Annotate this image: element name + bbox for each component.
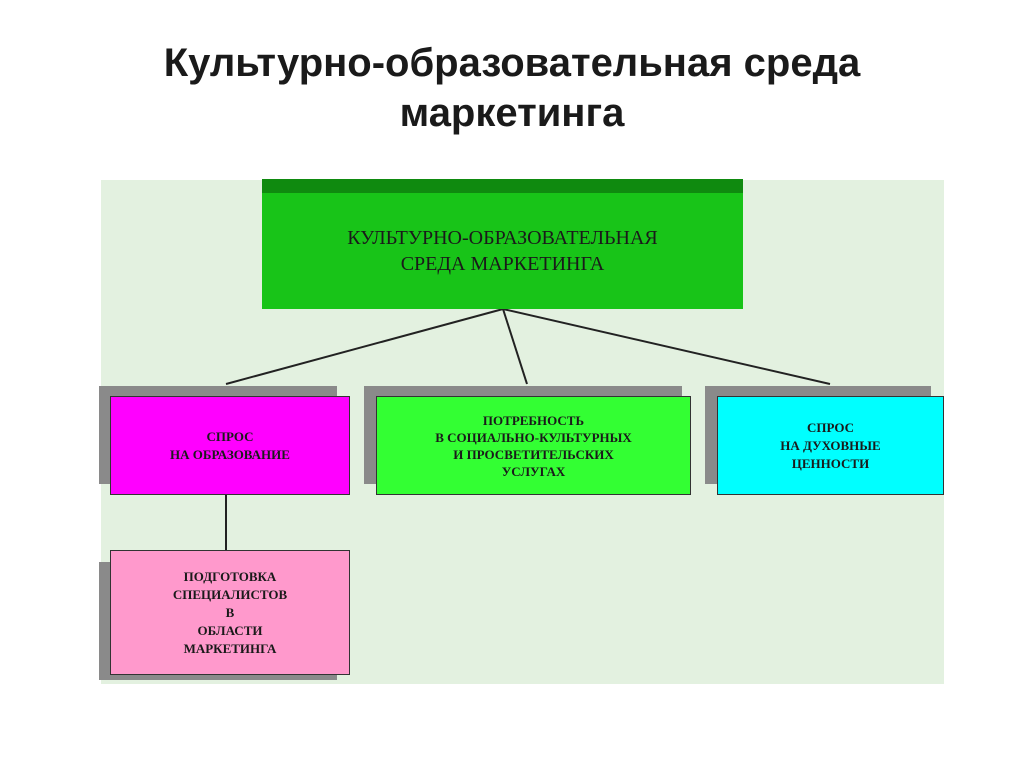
specialist-training-line-5: МАРКЕТИНГА [183,640,277,656]
sociocultural-need-line-4: УСЛУГАХ [501,463,566,479]
slide-title-line-2: маркетинга [399,91,625,135]
root-box-bevel [262,179,743,193]
slide-title-line-1: Культурно-образовательная среда [163,41,861,85]
slide-title: Культурно-образовательная среда маркетин… [0,38,1024,138]
spiritual-demand-line-1: СПРОС [806,419,854,435]
root-box-line-1: КУЛЬТУРНО-ОБРАЗОВАТЕЛЬНАЯ [347,227,658,249]
connector-root-need [502,308,528,385]
specialist-training-line-1: ПОДГОТОВКА [183,568,277,584]
spiritual-demand-line-2: НА ДУХОВНЫЕ [780,437,881,453]
specialist-training-line-2: СПЕЦИАЛИСТОВ [172,586,288,602]
education-demand-line-1: СПРОС [206,428,254,444]
spiritual-demand-line-3: ЦЕННОСТИ [791,455,870,471]
specialist-training-line-3: В [225,604,235,620]
sociocultural-need-box: ПОТРЕБНОСТЬ В СОЦИАЛЬНО-КУЛЬТУРНЫХ И ПРО… [376,396,691,495]
connector-root-spiritual [502,308,831,385]
sociocultural-need-line-1: ПОТРЕБНОСТЬ [482,412,585,428]
specialist-training-line-4: ОБЛАСТИ [197,622,263,638]
connector-root-education [225,308,504,385]
sociocultural-need-line-2: В СОЦИАЛЬНО-КУЛЬТУРНЫХ [435,429,632,445]
root-box: КУЛЬТУРНО-ОБРАЗОВАТЕЛЬНАЯ СРЕДА МАРКЕТИН… [262,193,743,309]
spiritual-demand-box: СПРОС НА ДУХОВНЫЕ ЦЕННОСТИ [717,396,944,495]
education-demand-line-2: НА ОБРАЗОВАНИЕ [170,446,290,462]
education-demand-box: СПРОС НА ОБРАЗОВАНИЕ [110,396,350,495]
root-box-line-2: СРЕДА МАРКЕТИНГА [400,253,605,275]
sociocultural-need-line-3: И ПРОСВЕТИТЕЛЬСКИХ [453,446,614,462]
specialist-training-box: ПОДГОТОВКА СПЕЦИАЛИСТОВ В ОБЛАСТИ МАРКЕТ… [110,550,350,675]
